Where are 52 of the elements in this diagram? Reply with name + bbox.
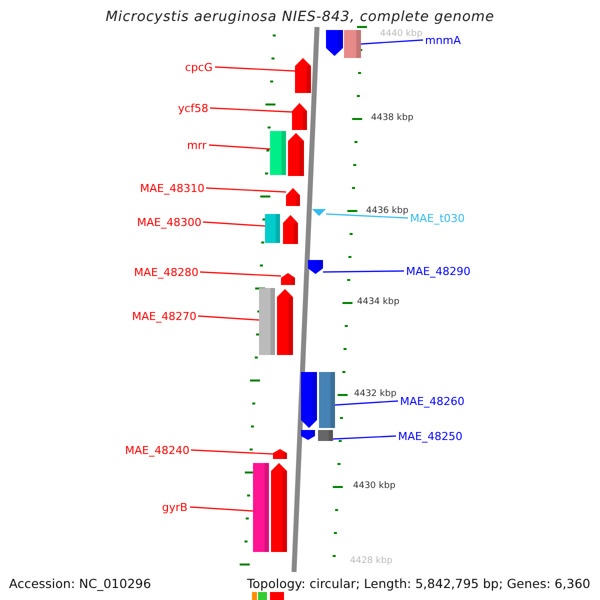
leader-line — [326, 213, 408, 219]
footer-text: Topology: circular; Length: 5,842,795 bp; Genes: 6,360 — [247, 576, 590, 590]
gene-block — [270, 131, 304, 176]
leader-line — [332, 435, 396, 440]
gene-label: MAE_48280 — [134, 266, 198, 278]
leader-line — [190, 506, 254, 512]
gene-label: MAE_48250 — [398, 430, 462, 442]
leader-line — [202, 221, 266, 227]
gene-label: MAE_48290 — [406, 264, 470, 278]
gene-block — [286, 188, 300, 206]
gene-label: MAE_48260 — [400, 394, 464, 408]
leader-line — [190, 449, 274, 455]
gene-label: ycf58 — [178, 102, 208, 114]
scale-label: 4434 kbp — [357, 296, 400, 308]
gene-block — [295, 58, 311, 93]
scale-label: 4430 kbp — [353, 480, 396, 492]
gene-block — [281, 273, 295, 285]
leader-line — [334, 400, 398, 406]
leader-line — [206, 187, 286, 193]
gene-label: mnmA — [425, 34, 461, 46]
leader-line — [214, 66, 296, 72]
gene-label: MAE_48240 — [125, 444, 190, 456]
gene-block — [301, 430, 333, 441]
gene-label: gyrB — [162, 500, 188, 514]
scale-label: 4428 kbp — [350, 556, 392, 566]
gene-label: MAE_48300 — [137, 216, 202, 228]
scale-label: 4438 kbp — [371, 112, 414, 124]
gene-label: MAE_48270 — [132, 310, 196, 322]
gene-block — [253, 463, 287, 552]
scale-label: 4432 kbp — [354, 388, 396, 400]
gene-block — [301, 372, 335, 428]
gene-block — [326, 30, 361, 58]
gene-label: MAE_t030 — [410, 212, 465, 224]
leader-line — [210, 107, 292, 113]
leader-line — [360, 39, 424, 45]
scale-label: 4436 kbp — [366, 206, 408, 216]
scale-label: 4440 kbp — [380, 28, 422, 40]
leader-line — [198, 315, 260, 321]
diagram-title: Microcystis aeruginosa NIES-843, complete genome — [104, 9, 496, 25]
leader-line — [323, 270, 404, 273]
footer-text: Accession: NC_010296 — [9, 576, 152, 590]
gene-block — [292, 103, 307, 130]
gene-block — [273, 449, 287, 459]
gene-block — [259, 288, 293, 355]
leader-line — [200, 271, 282, 277]
gene-label: mrr — [187, 138, 207, 152]
gene-label: MAE_48310 — [140, 182, 204, 194]
gene-triangle — [312, 209, 326, 216]
gene-block — [265, 214, 298, 244]
gene-block — [308, 260, 323, 274]
leader-line — [208, 144, 270, 150]
gene-label: cpcG — [185, 60, 213, 74]
